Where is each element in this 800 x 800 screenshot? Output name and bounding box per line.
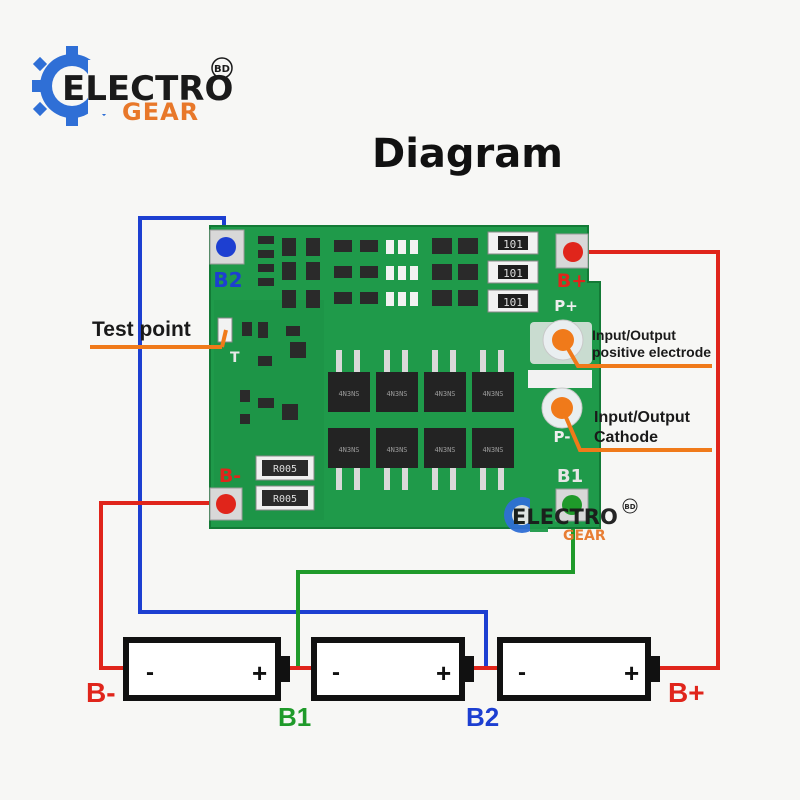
shunt-resistor: R005 bbox=[255, 485, 315, 511]
cell-1-minus: - bbox=[146, 659, 154, 686]
label-b-minus: B- bbox=[86, 677, 116, 708]
wires bbox=[99, 216, 720, 670]
brand-name-top: ELECTRO bbox=[62, 69, 233, 109]
label-b2: B2 bbox=[466, 702, 499, 732]
mosfet-code: 4N3NS bbox=[338, 390, 359, 398]
mosfet: 4N3NS bbox=[424, 350, 466, 412]
svg-text:R005: R005 bbox=[273, 494, 297, 505]
wire-b1 bbox=[296, 505, 575, 668]
callout-io-cathode-2: Cathode bbox=[594, 429, 658, 446]
battery-cell-1: - + bbox=[123, 637, 290, 701]
mosfet-code: 4N3NS bbox=[482, 390, 503, 398]
sense-resistor: 101 bbox=[487, 289, 539, 313]
callout-line-io-cathode bbox=[560, 407, 712, 452]
pad-b1: B1 bbox=[555, 466, 589, 522]
brand-name-bottom: GEAR bbox=[122, 98, 199, 126]
pad-b-minus: B- bbox=[209, 465, 243, 521]
gear-icon bbox=[32, 46, 128, 126]
svg-text:R005: R005 bbox=[273, 464, 297, 475]
pad-b-minus-label: B- bbox=[219, 465, 241, 487]
callout-io-positive-2: positive electrode bbox=[592, 344, 711, 360]
pad-t-label: T bbox=[230, 350, 240, 366]
cell-1-plus: + bbox=[252, 658, 267, 688]
pad-b2-label: B2 bbox=[213, 268, 242, 292]
callout-tick-test-point bbox=[220, 329, 228, 348]
callout-io-cathode-1: Input/Output bbox=[594, 409, 691, 426]
mosfet-code: 4N3NS bbox=[386, 390, 407, 398]
callout-io-positive-1: Input/Output bbox=[592, 327, 676, 343]
watermark-suffix: BD bbox=[624, 503, 635, 511]
pad-b-plus: B+ P+ bbox=[554, 233, 589, 315]
watermark-bottom: GEAR bbox=[563, 528, 606, 544]
pad-b-plus-label: B+ bbox=[557, 270, 587, 292]
brand-suffix-ring bbox=[211, 57, 233, 79]
control-ic-group bbox=[240, 322, 306, 424]
callouts: Test point Input/Output positive electro… bbox=[90, 318, 712, 452]
battery-cell-2: - + bbox=[311, 637, 474, 701]
cell-2-minus: - bbox=[332, 659, 340, 686]
brand-suffix: BD bbox=[214, 64, 230, 75]
mosfet-code: 4N3NS bbox=[434, 446, 455, 454]
svg-text:101: 101 bbox=[503, 267, 523, 280]
brand-watermark: ELECTRO GEAR BD bbox=[504, 497, 638, 544]
callout-test-point: Test point bbox=[92, 318, 191, 341]
mosfet: 4N3NS bbox=[376, 350, 418, 412]
resistor-array: 101 101 101 bbox=[258, 231, 539, 313]
pad-p-plus bbox=[530, 319, 592, 364]
cell-3-plus: + bbox=[624, 658, 639, 688]
mosfet: 4N3NS bbox=[472, 428, 514, 490]
mosfet-array: 4N3NS 4N3NS 4N3NS 4N3NS 4N3NS 4N3NS 4N3NS 4N3NS bbox=[328, 350, 514, 490]
wire-b-minus bbox=[99, 501, 226, 670]
mosfet: 4N3NS bbox=[328, 350, 370, 412]
wire-b2 bbox=[138, 216, 488, 668]
mosfet-code: 4N3NS bbox=[482, 446, 503, 454]
svg-text:101: 101 bbox=[503, 238, 523, 251]
mosfet: 4N3NS bbox=[328, 428, 370, 490]
pad-p-minus-label: P- bbox=[554, 428, 571, 446]
cell-3-minus: - bbox=[518, 659, 526, 686]
battery-pack: - + - + - + bbox=[123, 637, 660, 701]
mosfet-code: 4N3NS bbox=[386, 446, 407, 454]
watermark-top: ELECTRO bbox=[512, 505, 618, 529]
pcb-silk-strip bbox=[528, 370, 592, 388]
callout-line-io-positive bbox=[561, 339, 712, 368]
label-b1: B1 bbox=[278, 702, 311, 732]
sense-resistor: 101 bbox=[487, 231, 539, 255]
mosfet: 4N3NS bbox=[424, 428, 466, 490]
mosfet: 4N3NS bbox=[472, 350, 514, 412]
pad-p-plus-label: P+ bbox=[554, 297, 578, 315]
mosfet: 4N3NS bbox=[376, 428, 418, 490]
pad-b1-label: B1 bbox=[557, 466, 583, 487]
bms-pcb: B2 B+ P+ bbox=[209, 225, 638, 544]
mosfet-code: 4N3NS bbox=[434, 390, 455, 398]
cell-2-plus: + bbox=[436, 658, 451, 688]
page-title: Diagram bbox=[372, 131, 563, 177]
svg-text:101: 101 bbox=[503, 296, 523, 309]
label-b-plus: B+ bbox=[668, 677, 705, 708]
brand-logo: ELECTRO GEAR BD bbox=[32, 46, 233, 126]
shunt-resistor: R005 bbox=[255, 455, 315, 481]
battery-cell-3: - + bbox=[497, 637, 660, 701]
wire-b-plus bbox=[573, 250, 720, 670]
sense-resistor: 101 bbox=[487, 260, 539, 284]
mosfet-code: 4N3NS bbox=[338, 446, 359, 454]
pad-b2: B2 bbox=[209, 229, 245, 292]
